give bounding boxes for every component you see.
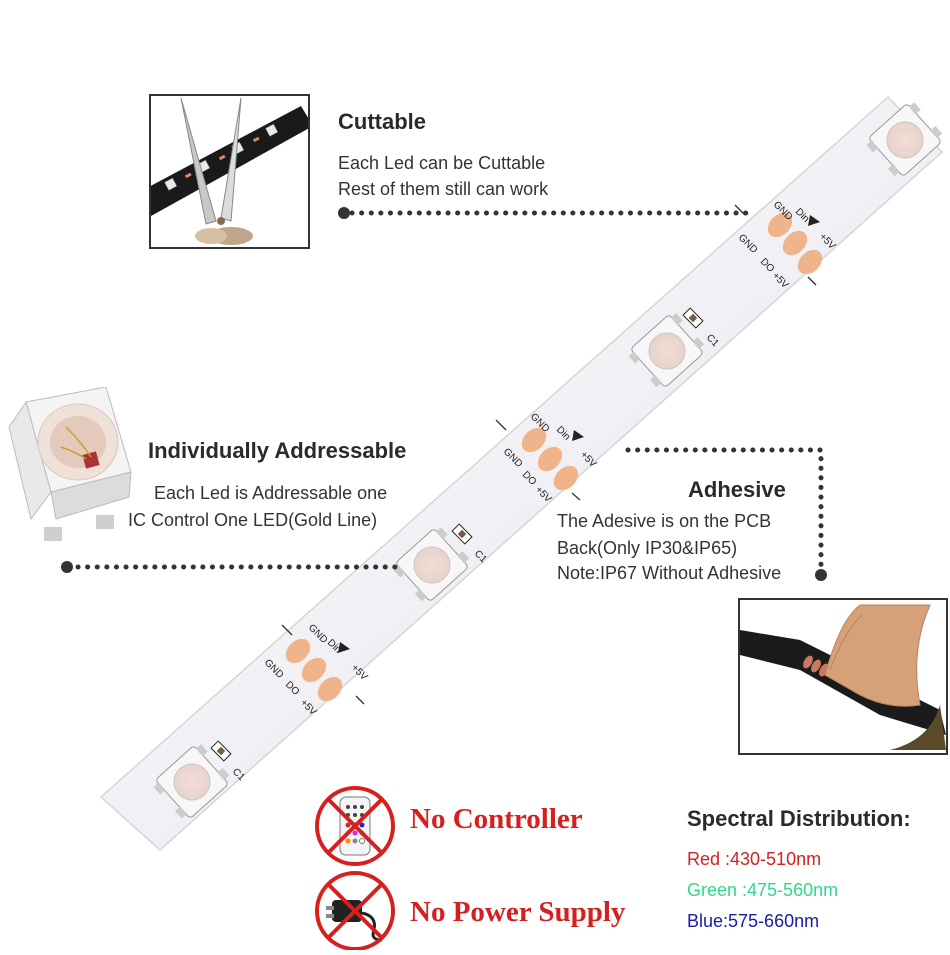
adhesive-line-3: Note:IP67 Without Adhesive [557, 563, 782, 583]
adhesive-line-1: The Adesive is on the PCB [557, 511, 772, 531]
led-chip-closeup [6, 386, 134, 545]
spectral-green: Green :475-560nm [687, 880, 839, 900]
leader-line-adhesive [815, 569, 827, 581]
spectral-blue: Blue:575-660nm [687, 911, 820, 931]
capacitor [451, 523, 473, 545]
solder-pads [767, 212, 823, 275]
adhesive-photo [738, 598, 948, 755]
led-chip [153, 744, 230, 819]
cuttable-line-1: Each Led can be Cuttable [338, 153, 546, 173]
cuttable-line-2: Rest of them still can work [338, 179, 549, 199]
leader-line-cuttable [338, 207, 350, 219]
leader-line-addressable [61, 561, 73, 573]
scissors-icon [180, 97, 253, 245]
solder-pads [285, 638, 350, 702]
cuttable-title: Cuttable [338, 109, 426, 134]
adhesive-line-2: Back(Only IP30&IP65) [557, 538, 738, 558]
led-chip [866, 102, 943, 177]
led-chip [628, 313, 705, 388]
addressable-line-1: Each Led is Addressable one [154, 483, 388, 503]
adhesive-title: Adhesive [688, 477, 786, 502]
solder-pads [521, 427, 584, 491]
spectral-title: Spectral Distribution: [687, 806, 911, 831]
no-controller-icon [312, 783, 398, 869]
addressable-line-2: IC Control One LED(Gold Line) [128, 510, 378, 530]
addressable-title: Individually Addressable [148, 438, 407, 463]
cuttable-photo [149, 94, 310, 249]
no-power-supply-label: No Power Supply [410, 896, 626, 928]
capacitor [210, 740, 232, 762]
no-power-supply-icon [312, 868, 398, 951]
led-chip [393, 527, 470, 602]
spectral-red: Red :430-510nm [687, 849, 822, 869]
no-controller-label: No Controller [410, 803, 583, 835]
capacitor [682, 307, 704, 329]
